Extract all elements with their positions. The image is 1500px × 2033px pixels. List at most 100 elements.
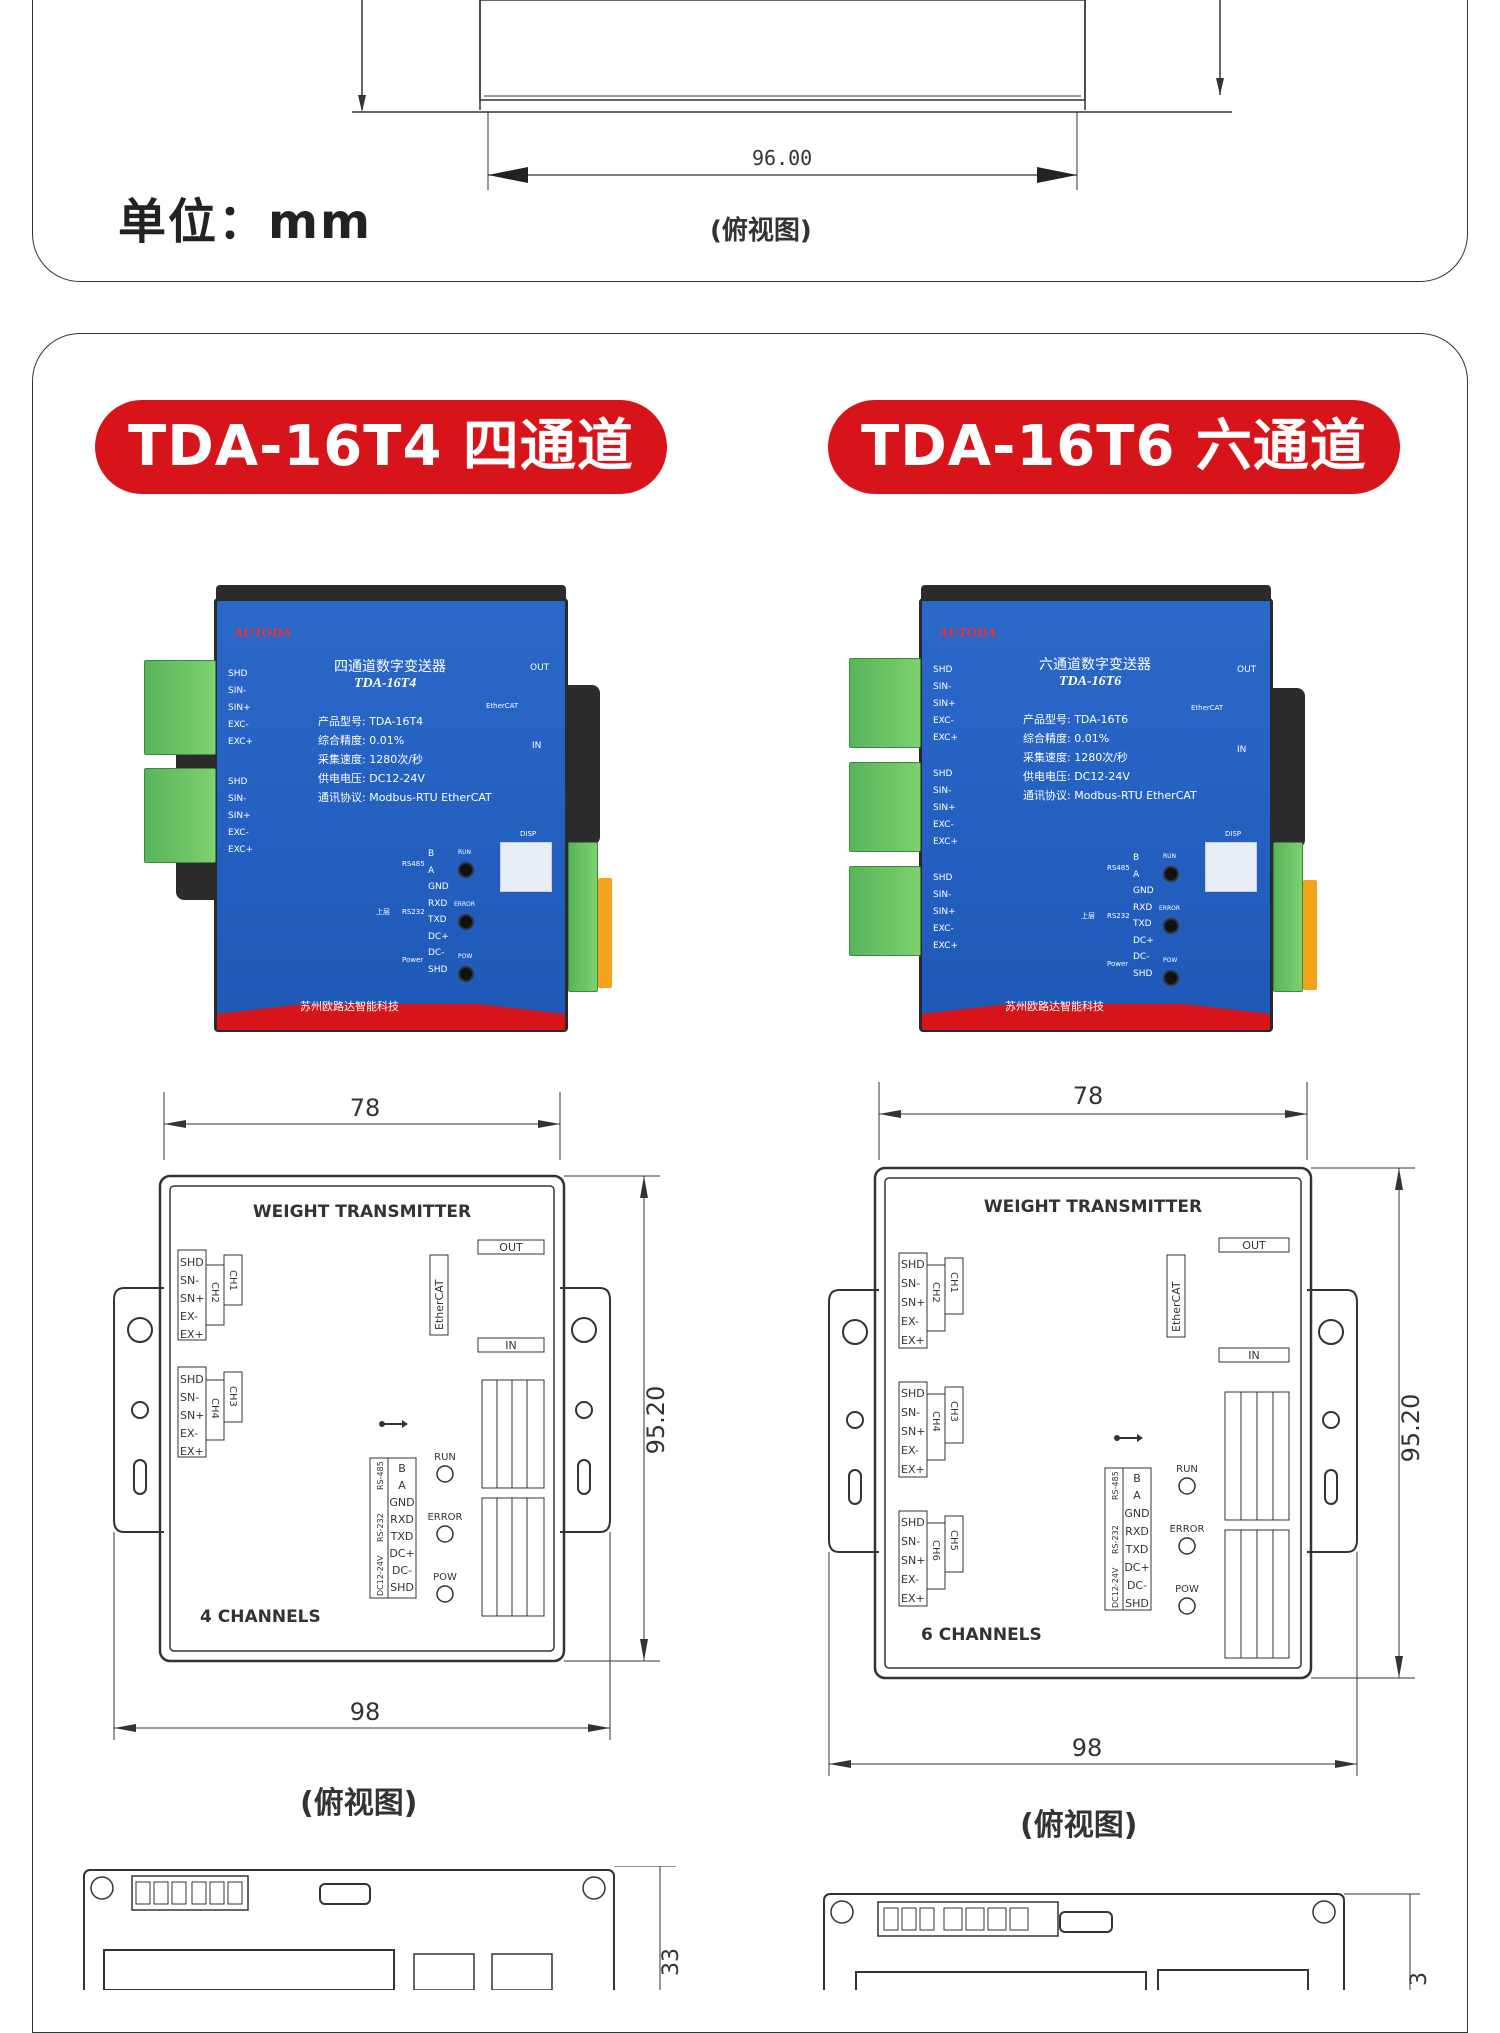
device-led-error-label: ERROR	[454, 901, 476, 908]
port-label: EXC-	[933, 924, 954, 934]
port-label: SIN-	[933, 786, 952, 796]
device-ethercat-label: EtherCAT	[486, 702, 519, 710]
device-body	[919, 598, 1273, 1032]
drawing-ch-group-1	[898, 1252, 964, 1349]
led-error	[458, 914, 474, 930]
drawing-comm-pin: TXD	[390, 1530, 414, 1543]
port-label: SIN-	[228, 686, 247, 696]
device-brand: AUTODA	[939, 626, 997, 641]
drawing-header: WEIGHT TRANSMITTER	[984, 1197, 1202, 1217]
comm-label: DC-	[428, 948, 445, 958]
port-label: SIN+	[933, 907, 956, 917]
unit-label: 单位：mm	[118, 194, 373, 250]
spec-accuracy: 综合精度: 0.01%	[318, 734, 405, 747]
side-dim-4ch: 33	[659, 1948, 684, 1976]
drawing-port-label: EX-	[901, 1444, 919, 1457]
port-label: SHD	[933, 769, 953, 779]
terminal-block-ch1-2	[849, 658, 921, 748]
terminal-block-ch5-6	[849, 866, 921, 956]
top-outline-drawing	[352, 0, 1232, 190]
device-body	[214, 598, 568, 1032]
drawing-port-label: EX+	[180, 1328, 204, 1341]
device-display-window	[1205, 842, 1257, 892]
port-label: SIN+	[933, 699, 956, 709]
drawing-in-label: IN	[1248, 1349, 1259, 1362]
device-ethercat-out: OUT	[530, 663, 550, 673]
drawing-comm-pin: DC+	[1124, 1561, 1149, 1574]
drawing-channels-label: 6 CHANNELS	[921, 1625, 1042, 1645]
drawing-port-label: SHD	[901, 1258, 925, 1271]
drawing-side-dim: 95.20	[642, 1386, 670, 1455]
device-led-run-label: RUN	[1163, 853, 1177, 860]
product-photo-4ch: AUTODA 四通道数字变送器 TDA-16T4 产品型号: TDA-16T4 …	[140, 580, 640, 1040]
drawing-port-label: SN+	[901, 1554, 925, 1567]
spec-protocol: 通讯协议: Modbus-RTU EtherCAT	[1023, 789, 1197, 802]
port-label: EXC+	[228, 845, 254, 855]
spec-voltage: 供电电压: DC12-24V	[1023, 770, 1130, 783]
drawing-led-label: ERROR	[1169, 1524, 1204, 1535]
drawing-comm-group: DC12-24V	[1111, 1567, 1120, 1608]
device-port-labels-2: SHD SIN- SIN+ EXC- EXC+	[933, 766, 958, 851]
technical-drawing-4ch: 78 WEIGHT TRANSMITTER SHD SN- SN+ EX- EX…	[113, 1092, 670, 1740]
device-bus-upper: 上层	[376, 908, 390, 916]
device-top-cap	[216, 585, 566, 601]
drawing-comm-pin: GND	[1124, 1507, 1149, 1520]
drawing-port-label: SN-	[901, 1277, 920, 1290]
terminal-block-comm	[568, 842, 598, 992]
device-top-cap	[921, 585, 1271, 601]
device-bus-rs485: RS485	[402, 860, 425, 868]
orange-terminal-strip	[1303, 880, 1317, 990]
drawing-comm-pin: RXD	[1125, 1525, 1149, 1538]
drawing-channel-label: CH5	[948, 1530, 959, 1551]
drawing-ethercat-label: EtherCAT	[1170, 1281, 1183, 1332]
drawing-port-label: EX-	[180, 1427, 198, 1440]
top-dimension-card	[32, 0, 1468, 282]
drawing-comm-pin: A	[1133, 1489, 1141, 1502]
device-footer: 苏州欧路达智能科技	[300, 1000, 399, 1013]
port-label: EXC-	[228, 828, 249, 838]
device-spec-list: 产品型号: TDA-16T4 综合精度: 0.01% 采集速度: 1280次/秒…	[318, 712, 492, 807]
usb-icon	[1114, 1434, 1143, 1442]
drawing-port-label: SN+	[180, 1292, 204, 1305]
drawing-comm-pin: SHD	[390, 1581, 414, 1594]
device-product-name: 四通道数字变送器	[334, 659, 446, 675]
comm-label: GND	[428, 882, 449, 892]
port-label: EXC+	[933, 837, 959, 847]
drawing-channel-label: CH1	[948, 1272, 959, 1293]
drawing-comm-pin: TXD	[1125, 1543, 1149, 1556]
comm-label: A	[1133, 869, 1140, 880]
drawing-channel-label: CH2	[930, 1282, 941, 1303]
drawing-comm-group: RS-485	[1111, 1471, 1120, 1500]
drawing-port-label: EX+	[901, 1463, 925, 1476]
drawing-led-label: ERROR	[427, 1512, 462, 1523]
device-port-labels-3: SHD SIN- SIN+ EXC- EXC+	[933, 870, 958, 955]
drawing-comm-pin: A	[398, 1479, 406, 1492]
device-port-labels-top: SHD SIN- SIN+ EXC- EXC+	[228, 666, 253, 751]
drawing-ethercat-label: EtherCAT	[433, 1279, 446, 1330]
device-disp-label: DISP	[1225, 830, 1242, 838]
device-model: TDA-16T4	[354, 676, 417, 691]
drawing-port-label: SHD	[901, 1516, 925, 1529]
drawing-top-dim: 78	[1073, 1082, 1104, 1110]
terminal-block-comm	[1273, 842, 1303, 992]
drawing-top-dim: 78	[350, 1094, 381, 1122]
device-led-pow-label: POW	[458, 953, 473, 960]
top-view-caption: (俯视图)	[710, 216, 812, 246]
comm-label: SHD	[428, 964, 448, 975]
port-label: EXC-	[228, 720, 249, 730]
drawing-header: WEIGHT TRANSMITTER	[253, 1202, 471, 1222]
drawing-comm-pin: DC+	[389, 1547, 414, 1560]
drawing-port-label: SHD	[180, 1256, 204, 1269]
drawing-bottom-dim: 98	[350, 1698, 381, 1726]
drawing-led-label: POW	[1175, 1584, 1199, 1595]
drawing-caption-4ch: (俯视图)	[300, 1786, 418, 1821]
device-spec-list: 产品型号: TDA-16T6 综合精度: 0.01% 采集速度: 1280次/秒…	[1023, 710, 1197, 805]
spec-speed: 采集速度: 1280次/秒	[318, 753, 423, 766]
device-disp-label: DISP	[520, 830, 537, 838]
drawing-port-label: SN-	[180, 1391, 199, 1404]
port-label: SIN-	[933, 890, 952, 900]
drawing-in-label: IN	[505, 1339, 516, 1352]
side-drawing-4ch: 33	[83, 1866, 684, 1990]
drawing-comm-pin: RXD	[390, 1513, 414, 1526]
device-bus-rs232: RS232	[1107, 912, 1130, 920]
